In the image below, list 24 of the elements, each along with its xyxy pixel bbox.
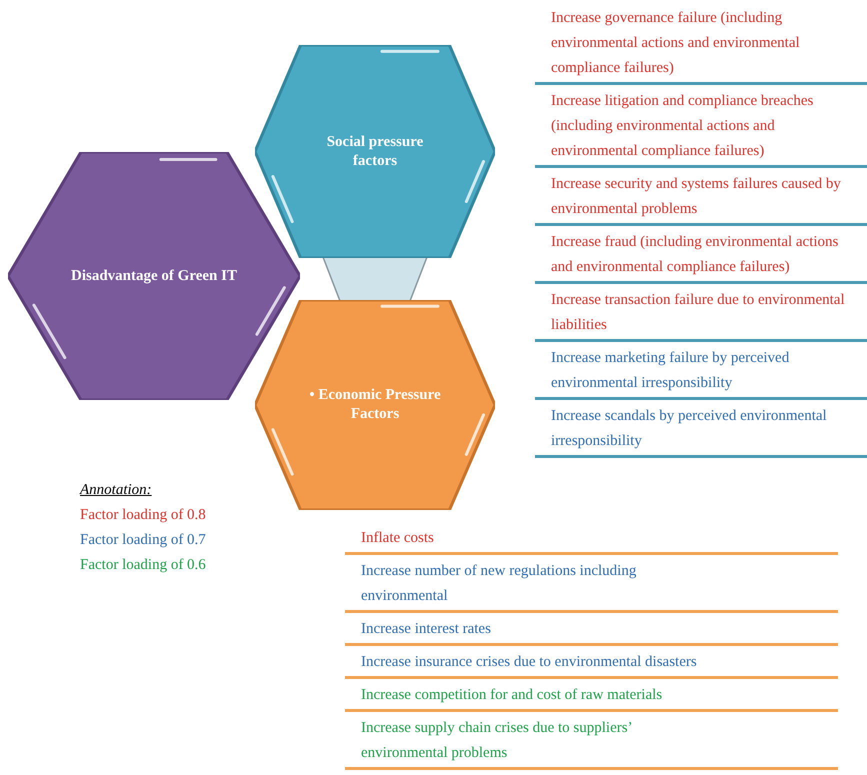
- hexagon-label: Social pressure factors: [326, 132, 424, 170]
- item-text: Increase transaction failure due to environmental liabilities: [551, 291, 846, 335]
- item-text: Inflate costs: [361, 529, 435, 548]
- hexagon-label: • Economic Pressure Factors: [308, 386, 442, 424]
- item-text: Increase insurance crises due to environmental disasters: [361, 653, 698, 672]
- annotation-heading: Annotation:: [80, 481, 153, 500]
- item-text: Increase competition for and cost of raw materials: [361, 686, 664, 705]
- item-text: Increase supply chain crises due to suppliers’ environmental problems: [361, 719, 632, 763]
- item-text: Increase litigation and compliance breaches (including environmental actions and environmental compliance failures): [551, 92, 814, 161]
- item-text: Increase fraud (including environmental actions and environmental compliance failures): [551, 233, 840, 277]
- hexagon: [8, 152, 300, 400]
- hexagon: [255, 45, 495, 258]
- hexagon: [255, 300, 495, 510]
- legend-entry: Factor loading of 0.7: [80, 531, 206, 550]
- item-text: Increase security and systems failures caused by environmental problems: [551, 175, 842, 219]
- item-text: Increase scandals by perceived environmental irresponsibility: [551, 407, 828, 451]
- connector-band: [322, 256, 428, 302]
- item-text: Increase interest rates: [361, 620, 492, 639]
- legend-entry: Factor loading of 0.6: [80, 556, 206, 575]
- hexagon-label: Disadvantage of Green IT: [70, 266, 238, 286]
- legend-entry: Factor loading of 0.8: [80, 506, 206, 525]
- item-text: Increase marketing failure by perceived environmental irresponsibility: [551, 349, 790, 393]
- item-text: Increase governance failure (including environmental actions and environmental compliance failures): [551, 9, 801, 78]
- item-text: Increase number of new regulations including environmental: [361, 562, 638, 606]
